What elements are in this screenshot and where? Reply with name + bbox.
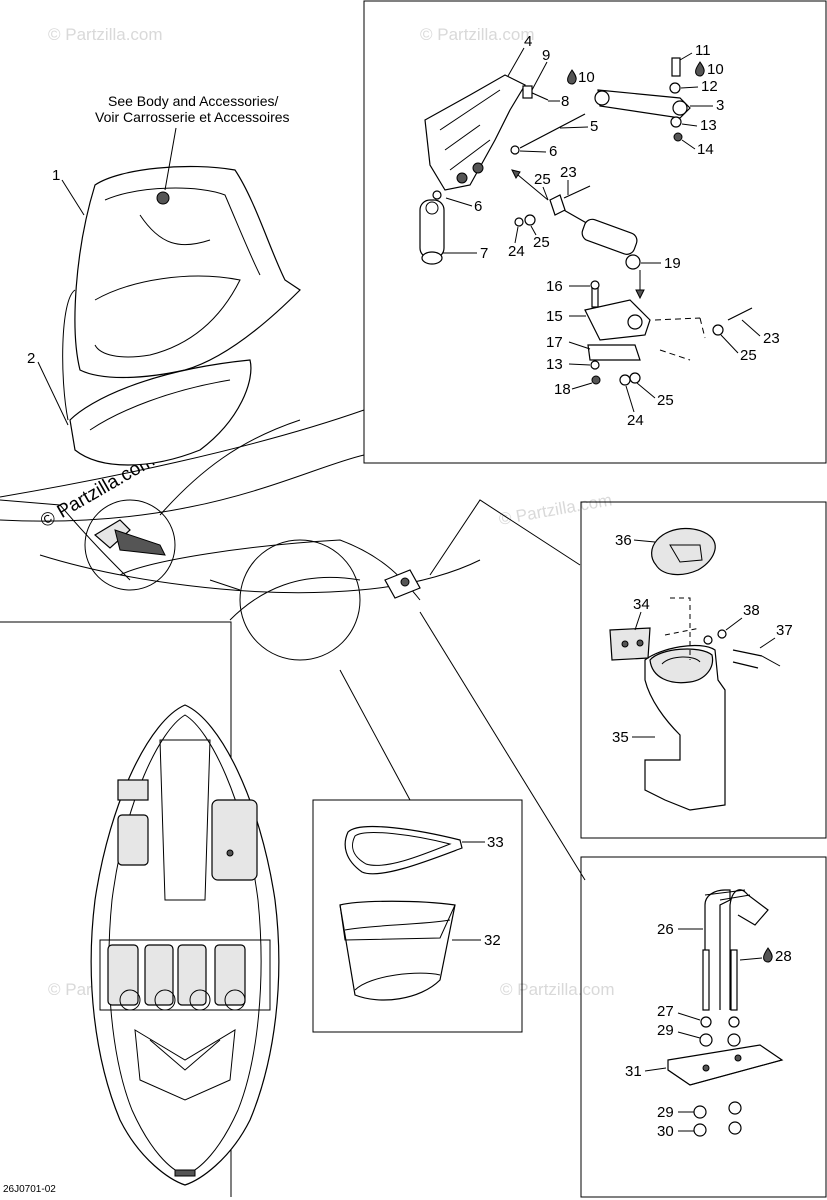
seat-1: [74, 165, 301, 379]
fuel-tank-callouts: 36 34 38 37 35: [612, 532, 793, 746]
callout-38: 38: [743, 602, 760, 619]
fuel-tank-parts: [609, 527, 781, 811]
frame-storage-bin: [312, 799, 523, 1033]
callout-23a: 23: [560, 164, 577, 181]
watermark-5: © Partzilla.com: [500, 980, 615, 999]
callout-13a: 13: [700, 117, 717, 134]
callout-10b: 10: [707, 61, 724, 78]
callout-35: 35: [612, 729, 629, 746]
callout-3: 3: [716, 97, 724, 114]
oil-drop-icon-3: [763, 947, 773, 963]
callout-17: 17: [546, 334, 563, 351]
storage-bin-location: [211, 799, 258, 881]
storage-bin-parts: [339, 825, 463, 1001]
callout-37: 37: [776, 622, 793, 639]
callout-6b: 6: [474, 198, 482, 215]
callout-34: 34: [633, 596, 650, 613]
part-32-bin: [339, 900, 456, 1001]
callout-11: 11: [695, 42, 711, 59]
callout-25c: 25: [740, 347, 757, 364]
callout-29b: 29: [657, 1104, 674, 1121]
callout-30: 30: [657, 1123, 674, 1140]
leader-to-fuel: [429, 499, 581, 576]
watermark-2: © Partzilla.com: [420, 25, 535, 44]
storage-bin-callouts: 33 32: [452, 834, 504, 949]
note-line-1: See Body and Accessories/: [108, 93, 279, 109]
part-26-hook: [702, 949, 710, 1011]
part-7-link: [419, 199, 445, 259]
callout-24b: 24: [627, 412, 644, 429]
callout-13b: 13: [546, 356, 563, 373]
part-17-plate: [587, 344, 641, 361]
callout-18: 18: [554, 381, 571, 398]
suspension-parts: [419, 57, 753, 386]
frame-hook: [580, 856, 827, 1198]
callout-12: 12: [701, 78, 718, 95]
part-36-cap: [651, 527, 716, 576]
note-line-2: Voir Carrosserie et Accessoires: [95, 109, 290, 125]
callout-19: 19: [664, 255, 681, 272]
callout-4: 4: [524, 33, 532, 50]
callout-7: 7: [480, 245, 488, 262]
callout-29a: 29: [657, 1022, 674, 1039]
callout-2: 2: [27, 350, 35, 367]
callout-14: 14: [697, 141, 714, 158]
callout-10a: 10: [578, 69, 595, 86]
hook-parts: [667, 889, 784, 1137]
callout-24a: 24: [508, 243, 525, 260]
part-33-seal: [344, 825, 463, 875]
callout-31: 31: [625, 1063, 642, 1080]
watermark-1: © Partzilla.com: [48, 25, 163, 44]
callout-8: 8: [561, 93, 569, 110]
callout-33: 33: [487, 834, 504, 851]
callout-25d: 25: [657, 392, 674, 409]
hull-top-view: [90, 704, 280, 1186]
callout-28: 28: [775, 948, 792, 965]
part-15-bracket: [584, 299, 651, 341]
callout-27: 27: [657, 1003, 674, 1020]
part-4-bracket: [424, 74, 526, 191]
part-35-tank: [644, 644, 726, 811]
callout-32: 32: [484, 932, 501, 949]
callout-36: 36: [615, 532, 632, 549]
seat-2-latch: [69, 359, 252, 466]
callout-15: 15: [546, 308, 563, 325]
frame-suspension: [363, 0, 827, 464]
callout-23b: 23: [763, 330, 780, 347]
detail-circle-1: [84, 499, 176, 591]
callout-25b: 25: [533, 234, 550, 251]
callout-1: 1: [52, 167, 60, 184]
hook-callouts: 26 28 27 29 31 29 30: [625, 921, 792, 1140]
oil-drop-icon: [567, 69, 577, 85]
detail-circle-2: [239, 539, 361, 661]
callout-16: 16: [546, 278, 563, 295]
callout-26: 26: [657, 921, 674, 938]
callout-5: 5: [590, 118, 598, 135]
diagram-code: 26J0701-02: [3, 1184, 56, 1195]
seat-assembly: [0, 127, 586, 881]
callout-6a: 6: [549, 143, 557, 160]
part-19-shock: [581, 218, 638, 255]
callout-9: 9: [542, 47, 550, 64]
frame-fuel-tank: [580, 501, 827, 839]
part-34-bracket: [609, 627, 651, 661]
suspension-callouts: 4 9 10 8 5 6 11 10 12 3 13 14 25 23 6 25…: [443, 33, 780, 429]
oil-drop-icon-2: [695, 61, 705, 77]
callout-25a: 25: [534, 171, 551, 188]
seat-knob: [156, 191, 170, 205]
note-leader: [164, 127, 177, 191]
